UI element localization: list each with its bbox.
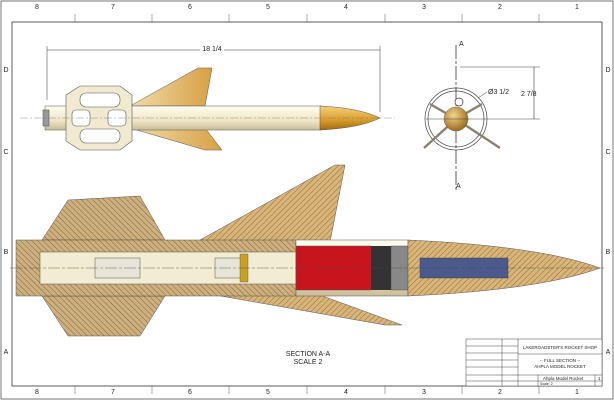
section-view: SECTION A-A SCALE 2: [10, 164, 604, 366]
zone-row-label: B: [606, 249, 611, 256]
zone-column-label: 8: [35, 4, 39, 11]
zone-column-label: 8: [35, 389, 39, 396]
lower-fin-section: [214, 294, 403, 326]
top-view: 18 1/4: [20, 44, 395, 151]
length-dimension: 18 1/4: [202, 46, 222, 53]
zone-row-label: A: [606, 349, 611, 356]
zone-row-label: C: [3, 149, 8, 156]
front-fin-upper: [41, 195, 166, 241]
zone-row-label: B: [4, 249, 9, 256]
sheet-number: 1: [598, 376, 601, 381]
zone-column-label: 7: [111, 4, 115, 11]
part-name: Ahpla Model Rocket: [543, 376, 584, 381]
lower-fin: [129, 127, 223, 151]
section-title: SECTION A-A: [286, 351, 331, 358]
drawing-title-1: -- FULL SECTION --: [540, 358, 581, 363]
zone-column-label: 3: [422, 4, 426, 11]
zone-column-label: 5: [266, 389, 270, 396]
zone-column-label: 2: [498, 389, 502, 396]
section-marker-bottom: A: [456, 183, 461, 190]
drawing-scale: Scale: 2: [540, 382, 553, 386]
zone-column-label: 6: [188, 4, 192, 11]
front-fin-lower: [41, 295, 166, 337]
zone-column-label: 4: [344, 4, 348, 11]
zone-column-label: 6: [188, 389, 192, 396]
upper-fin-section: [181, 164, 346, 251]
zone-column-label: 7: [111, 389, 115, 396]
section-marker-top: A: [459, 41, 464, 48]
diameter-dimension: Ø3 1/2: [488, 89, 509, 96]
section-scale: SCALE 2: [294, 359, 323, 366]
drawing-title-2: AHPLA MODEL ROCKET: [534, 364, 586, 369]
zone-column-label: 1: [575, 4, 579, 11]
zone-row-label: D: [605, 67, 610, 74]
zone-row-label: D: [3, 67, 8, 74]
height-dimension: 2 7/8: [521, 91, 537, 98]
title-block: [465, 338, 603, 387]
zone-row-label: C: [605, 149, 610, 156]
zone-row-label: A: [4, 349, 9, 356]
zone-column-label: 1: [575, 389, 579, 396]
zone-column-label: 3: [422, 389, 426, 396]
zone-column-label: 5: [266, 4, 270, 11]
upper-fin: [129, 67, 213, 107]
end-view: A A 2 7/8 Ø3 1/2: [423, 41, 540, 190]
zone-column-label: 4: [344, 389, 348, 396]
zone-column-label: 2: [498, 4, 502, 11]
company-name: LAKEROADSTER'S ROCKET SHOP: [523, 345, 597, 350]
